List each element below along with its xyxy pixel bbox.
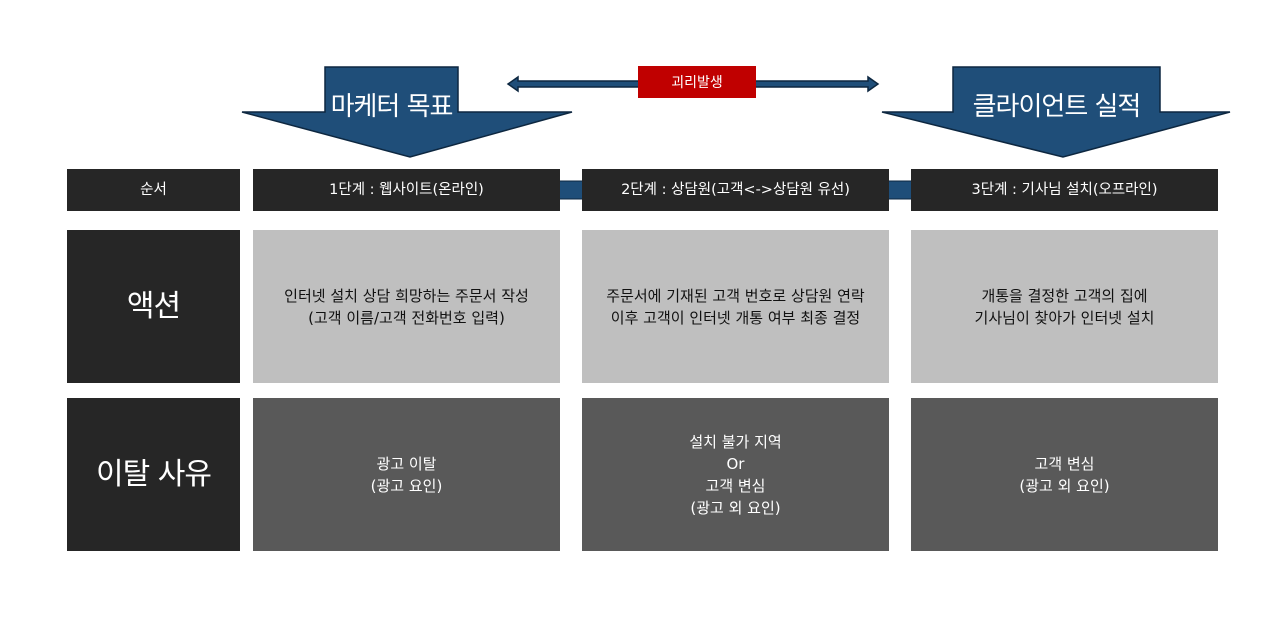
action-row-label-cell: 액션 [67,230,240,383]
gap-badge: 괴리발생 [638,66,756,98]
order-label: 순서 [140,182,167,198]
stage-2-header: 2단계 : 상담원(고객<->상담원 유선) [582,169,889,211]
marketer-goal-banner-shape [241,66,573,158]
stage-3-title: 3단계 : 기사님 설치(오프라인) [971,182,1158,198]
client-performance-title: 클라이언트 실적 [972,92,1142,122]
gap-badge-label: 괴리발생 [671,75,723,91]
action-text-stage-3: 개통을 결정한 고객의 집에 기사님이 찾아가 인터넷 설치 [974,286,1155,327]
churn-row-label-cell: 이탈 사유 [67,398,240,551]
churn-text-stage-3: 고객 변심 (광고 외 요인) [1019,454,1110,495]
churn-cell-stage-1: 광고 이탈 (광고 요인) [253,398,560,551]
action-row-label: 액션 [126,288,181,324]
stage-1-title: 1단계 : 웹사이트(온라인) [329,182,484,198]
stage-1-header: 1단계 : 웹사이트(온라인) [253,169,560,211]
churn-text-stage-1: 광고 이탈 (광고 요인) [370,454,443,495]
churn-cell-stage-2: 설치 불가 지역 Or 고객 변심 (광고 외 요인) [582,398,889,551]
action-cell-stage-3: 개통을 결정한 고객의 집에 기사님이 찾아가 인터넷 설치 [911,230,1218,383]
stage-3-header: 3단계 : 기사님 설치(오프라인) [911,169,1218,211]
action-text-stage-1: 인터넷 설치 상담 희망하는 주문서 작성 (고객 이름/고객 전화번호 입력) [284,286,529,327]
client-performance-banner-shape [881,66,1231,158]
churn-text-stage-2: 설치 불가 지역 Or 고객 변심 (광고 외 요인) [689,432,782,517]
action-cell-stage-1: 인터넷 설치 상담 희망하는 주문서 작성 (고객 이름/고객 전화번호 입력) [253,230,560,383]
churn-cell-stage-3: 고객 변심 (광고 외 요인) [911,398,1218,551]
action-text-stage-2: 주문서에 기재된 고객 번호로 상담원 연락 이후 고객이 인터넷 개통 여부 … [606,286,865,327]
marketer-goal-title: 마케터 목표 [330,92,454,122]
order-label-cell: 순서 [67,169,240,211]
churn-row-label: 이탈 사유 [96,456,212,492]
stage-2-title: 2단계 : 상담원(고객<->상담원 유선) [621,182,850,198]
action-cell-stage-2: 주문서에 기재된 고객 번호로 상담원 연락 이후 고객이 인터넷 개통 여부 … [582,230,889,383]
